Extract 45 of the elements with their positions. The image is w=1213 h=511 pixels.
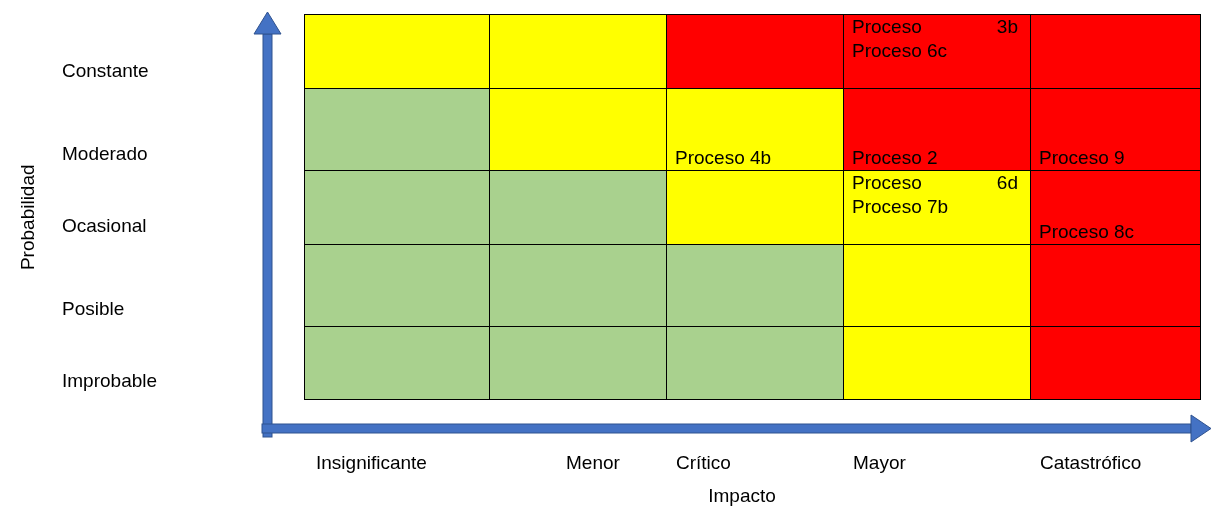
risk-cell	[843, 14, 1031, 89]
risk-cell	[489, 88, 667, 171]
risk-cell	[666, 88, 844, 171]
risk-cell	[304, 326, 490, 400]
risk-cell	[843, 88, 1031, 171]
risk-cell	[489, 326, 667, 400]
cell-text: Proceso 3b	[852, 15, 1018, 39]
cell-text: Proceso 2	[852, 146, 939, 170]
cell-text: Proceso 6c	[852, 39, 949, 63]
risk-cell	[843, 326, 1031, 400]
risk-cell	[843, 244, 1031, 327]
risk-cell	[1030, 326, 1201, 400]
probability-level-label: Moderado	[62, 142, 148, 166]
cell-text: Proceso 9	[1039, 146, 1126, 170]
risk-cell	[304, 244, 490, 327]
risk-cell	[489, 244, 667, 327]
axis-title: Probabilidad	[15, 164, 39, 271]
axis-title: Impacto	[708, 484, 776, 508]
risk-cell	[304, 88, 490, 171]
probability-level-label: Posible	[62, 297, 125, 321]
cell-text: Proceso 8c	[1039, 220, 1136, 244]
risk-cell	[843, 170, 1031, 245]
risk-cell	[304, 170, 490, 245]
risk-cell	[489, 14, 667, 89]
impact-level-label: Crítico	[676, 451, 731, 475]
risk-cell	[666, 326, 844, 400]
risk-cell	[1030, 14, 1201, 89]
risk-cell	[1030, 170, 1201, 245]
risk-cell	[666, 244, 844, 327]
impact-level-label: Catastrófico	[1040, 451, 1142, 475]
probability-level-label: Improbable	[62, 369, 158, 393]
impact-level-label: Insignificante	[316, 451, 427, 475]
impact-level-label: Mayor	[853, 451, 906, 475]
probability-level-label: Constante	[62, 59, 149, 83]
impact-level-label: Menor	[566, 451, 620, 475]
probability-level-label: Ocasional	[62, 214, 147, 238]
risk-cell	[666, 170, 844, 245]
cell-text: Proceso 7b	[852, 195, 950, 219]
cell-text: Proceso 4b	[675, 146, 773, 170]
cell-text: Proceso 6d	[852, 171, 1018, 195]
risk-cell	[304, 14, 490, 89]
risk-cell	[489, 170, 667, 245]
risk-cell	[1030, 88, 1201, 171]
risk-cell	[666, 14, 844, 89]
risk-cell	[1030, 244, 1201, 327]
